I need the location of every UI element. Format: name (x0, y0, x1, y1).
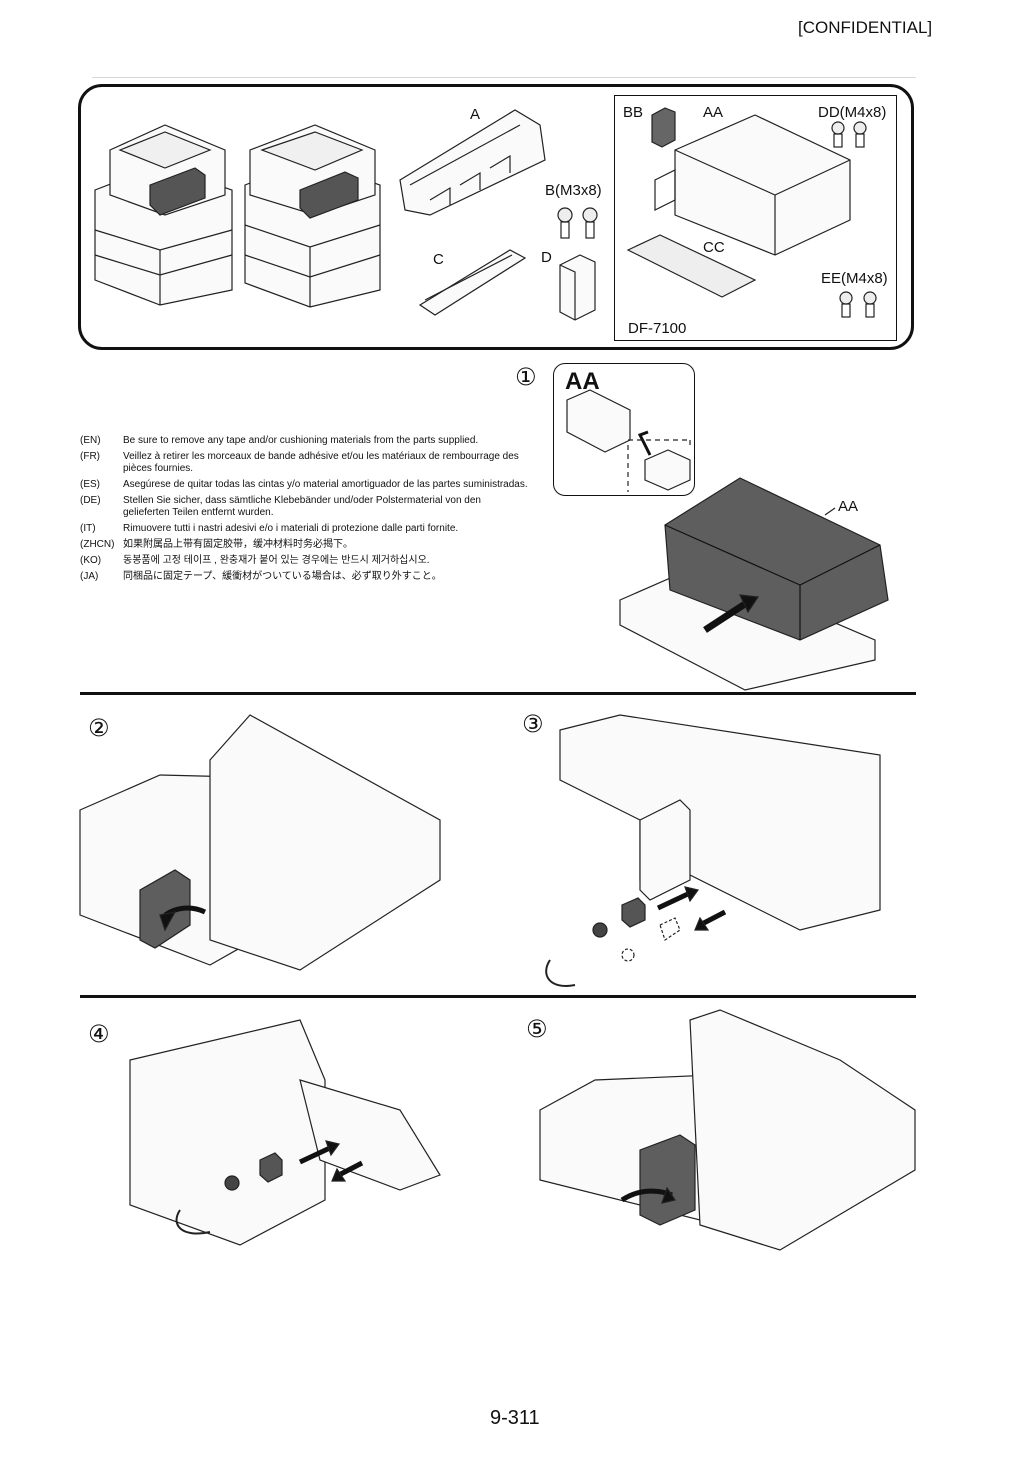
note-row-ja: (JA)同梱品に固定テープ、緩衝材がついている場合は、必ず取り外すこと。 (80, 571, 442, 582)
section-divider-2 (80, 995, 916, 998)
screws-b-drawing (557, 207, 598, 239)
note-row-fr: (FR)Veillez à retirer les morceaux de ba… (80, 451, 519, 474)
step-2-drawing (79, 714, 441, 971)
top-divider (92, 77, 916, 78)
part-b-label: B(M3x8) (545, 182, 602, 199)
parts-illustration (94, 107, 877, 321)
step-1-callout-aa: AA (838, 498, 859, 515)
step-3-drawing (545, 714, 881, 987)
part-c-label: C (433, 251, 444, 268)
part-ee-label: EE(M4x8) (821, 270, 888, 287)
part-cc-label: CC (703, 239, 725, 256)
page-number: 9-311 (490, 1407, 540, 1429)
step-4-drawing (129, 1019, 441, 1246)
step-1-number: ① (515, 364, 537, 391)
note-row-zhcn: (ZHCN)如果附属品上带有固定胶带，缓冲材料时务必揭下。 (80, 539, 353, 550)
parts-list-frame (78, 84, 914, 350)
copier-illustration-2 (244, 124, 381, 308)
option-kit-frame (614, 95, 897, 341)
part-a-label: A (470, 106, 481, 123)
step-5-number: ⑤ (526, 1016, 548, 1043)
note-row-de: (DE)Stellen Sie sicher, dass sämtliche K… (80, 495, 481, 518)
part-bb-drawing (651, 107, 676, 148)
copier-illustration-1 (94, 124, 233, 306)
part-d-drawing (559, 254, 596, 321)
part-cc-drawing (626, 234, 757, 298)
step-1-illustration (566, 389, 889, 691)
part-c-drawing (418, 249, 527, 316)
note-row-es: (ES)Asegúrese de quitar todas las cintas… (80, 479, 528, 490)
caution-notes: (EN)Be sure to remove any tape and/or cu… (80, 435, 530, 587)
step-5-drawing (539, 1009, 916, 1251)
part-d-label: D (541, 249, 552, 266)
part-aa-label: AA (703, 104, 724, 121)
part-dd-label: DD(M4x8) (818, 104, 887, 121)
step-3-number: ③ (522, 711, 544, 738)
steps-2-5-illustration (79, 714, 916, 1251)
step-2-number: ② (88, 715, 110, 742)
confidential-label: [CONFIDENTIAL] (798, 18, 933, 37)
note-row-ko: (KO)동봉품에 고정 테이프 , 완충재가 붙어 있는 경우에는 반드시 제거… (80, 555, 430, 566)
part-bb-label: BB (623, 104, 644, 121)
screws-ee-drawing (839, 291, 877, 318)
step-1-inset-title: AA (565, 368, 600, 395)
option-name-label: DF-7100 (628, 320, 687, 337)
part-aa-drawing (654, 114, 851, 256)
note-row-en: (EN)Be sure to remove any tape and/or cu… (80, 435, 479, 446)
step-4-number: ④ (88, 1021, 110, 1048)
part-a-drawing (399, 109, 546, 216)
section-divider-1 (80, 692, 916, 695)
note-row-it: (IT)Rimuovere tutti i nastri adesivi e/o… (80, 523, 459, 534)
screws-dd-drawing (831, 121, 867, 148)
step-1-inset-frame (553, 363, 695, 496)
